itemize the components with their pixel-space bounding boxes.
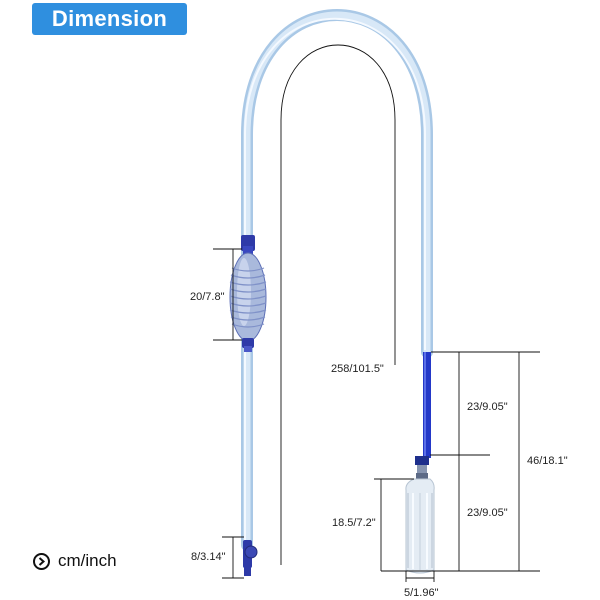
label-overall-length: 258/101.5" (331, 363, 384, 375)
hose-inner (243, 11, 431, 549)
unit-legend: cm/inch (33, 551, 117, 571)
page-title: Dimension (51, 6, 168, 31)
label-upper-blue-tube: 23/9.05" (467, 401, 508, 413)
dimension-cylinder-height (374, 478, 414, 571)
overall-length-line (280, 44, 396, 565)
dimension-outlet-valve (222, 536, 244, 579)
label-intake-total: 46/18.1" (527, 455, 568, 467)
hose-outer (241, 9, 433, 551)
chevron-right-circle-icon (33, 552, 50, 570)
label-cylinder-height: 18.5/7.2" (332, 517, 376, 529)
title-badge: Dimension (32, 3, 187, 35)
label-outlet-valve: 8/3.14" (191, 551, 226, 563)
label-cylinder-width: 5/1.96" (404, 587, 439, 599)
pump-bulb (229, 235, 267, 352)
label-bulb: 20/7.8" (190, 291, 225, 303)
outlet-valve (243, 540, 258, 576)
dimension-bulb (213, 248, 242, 341)
hose-highlight (244, 17, 426, 540)
unit-label: cm/inch (58, 551, 117, 570)
dimension-intake (381, 351, 540, 572)
tube-connector (415, 456, 429, 479)
dimension-cylinder-width (405, 571, 435, 582)
gravel-cylinder (405, 478, 435, 574)
label-cylinder-section: 23/9.05" (467, 507, 508, 519)
rigid-intake-tube (423, 352, 431, 458)
